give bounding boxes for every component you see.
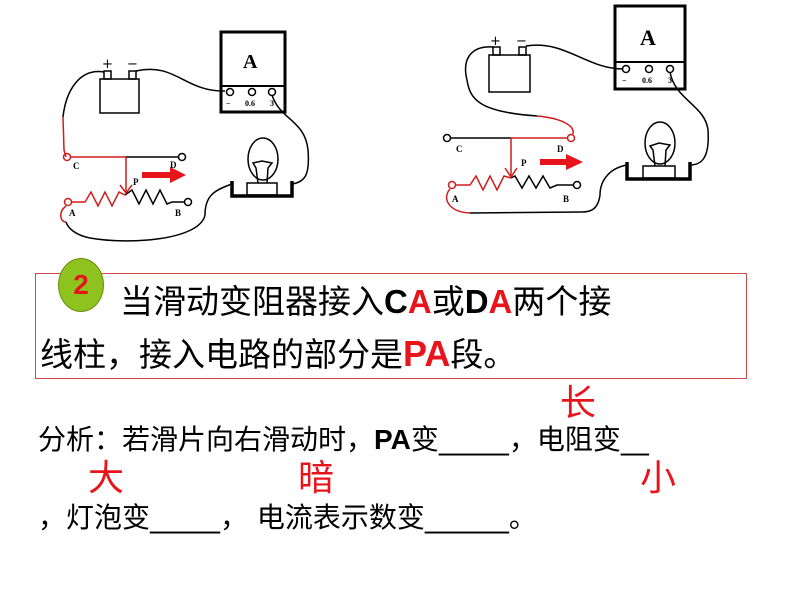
analysis-line-1: 分析：若滑片向右滑动时，PA变_____，电阻变__ [38, 423, 649, 456]
text: A [407, 283, 432, 320]
answer-2: 大 [88, 458, 125, 499]
terminal-label: 3 [668, 76, 672, 85]
terminal-label: 0.6 [642, 76, 652, 85]
question-number-badge: 2 [58, 258, 104, 312]
answer-1: 长 [560, 383, 597, 424]
text: 两个接 [512, 282, 612, 321]
minus-label: − [127, 57, 138, 72]
text: PA [374, 424, 411, 455]
answer-4: 小 [640, 458, 677, 499]
ammeter-label: A [640, 25, 656, 50]
battery [488, 54, 531, 93]
terminal-label: − [226, 99, 231, 108]
question-line-1: 当滑动变阻器接入CA或DA两个接 [120, 283, 611, 321]
answer-3: 暗 [298, 458, 335, 499]
ammeter [219, 30, 287, 114]
plus-label: + [102, 57, 113, 72]
point-c-label: C [73, 161, 80, 171]
point-d-label: D [557, 144, 564, 154]
point-b-label: B [175, 208, 181, 218]
point-b-label: B [563, 194, 569, 204]
bulb [247, 137, 279, 181]
ammeter-label: A [243, 51, 258, 73]
point-a-label: A [452, 194, 459, 204]
bulb [644, 121, 676, 165]
lamp-holder [230, 181, 294, 198]
analysis-line-2: ，灯泡变_____， 电流表示数变______。 [38, 501, 537, 534]
point-p-label: P [521, 158, 527, 168]
text: 分析：若滑片向右滑动时， [38, 423, 375, 456]
circuit-diagram-1: A − 0.6 3 + − C D P A B [60, 30, 310, 242]
question-line-2: 线柱，接入电路的部分是PA段。 [40, 333, 516, 374]
ammeter [613, 4, 687, 91]
minus-label: − [516, 34, 527, 49]
text: 线柱，接入电路的部分是 [40, 335, 403, 374]
circuit-diagram-2: A − 0.6 3 + − C D P A B [442, 4, 709, 214]
question-box [35, 273, 747, 379]
lamp-holder [625, 162, 692, 181]
battery [99, 78, 140, 114]
text: PA [403, 333, 451, 374]
point-p-label: P [133, 177, 139, 187]
terminal-label: − [622, 76, 627, 85]
terminal-label: 0.6 [245, 99, 255, 108]
plus-label: + [490, 34, 501, 49]
text: 变_____，电阻变__ [410, 423, 649, 456]
point-c-label: C [456, 144, 463, 154]
text: 当滑动变阻器接入 [120, 282, 384, 321]
text: D [464, 283, 489, 320]
text: 或 [431, 282, 465, 321]
arrow-right-icon [142, 167, 186, 183]
point-a-label: A [69, 208, 76, 218]
text: A [488, 283, 513, 320]
point-d-label: D [170, 160, 177, 170]
text: 段。 [450, 335, 517, 374]
arrow-right-icon [540, 154, 583, 170]
text: C [384, 283, 408, 320]
terminal-label: 3 [270, 99, 274, 108]
